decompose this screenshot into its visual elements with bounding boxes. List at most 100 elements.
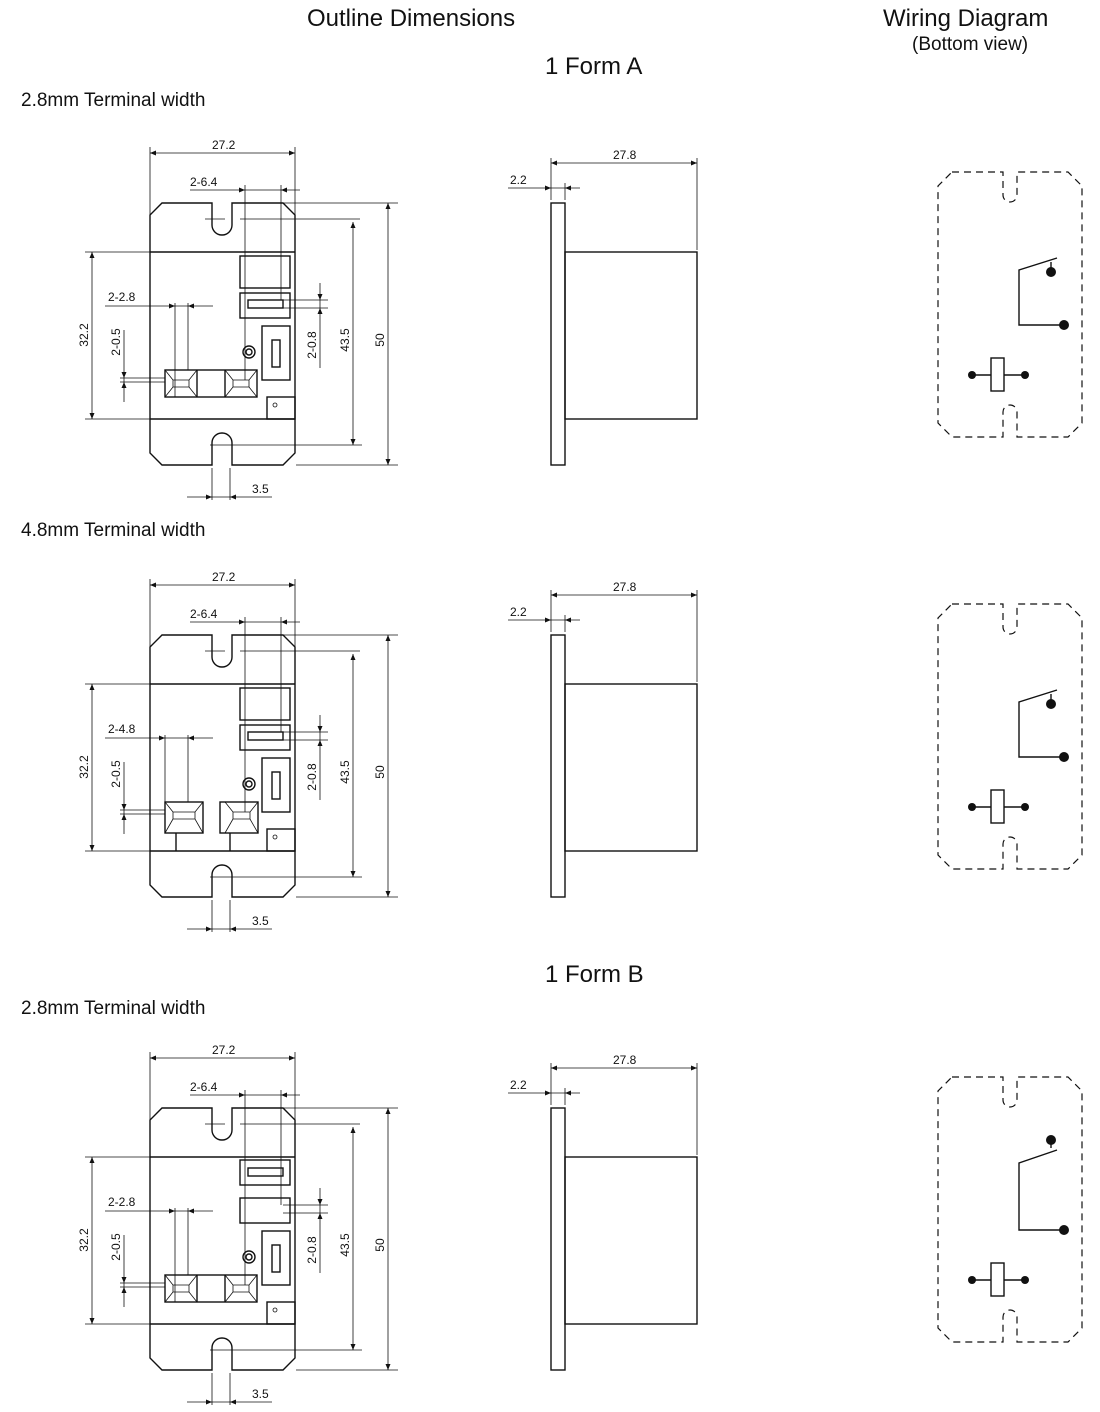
dimension-arrow [230,926,236,932]
terminal-tab [164,369,198,398]
terminal-slot [247,731,284,741]
dimension-label: 2-6.4 [190,175,218,189]
mounting-flange [550,1107,566,1371]
relay-body-outline [149,634,296,898]
dimension-arrow [150,582,156,588]
dimension-arrow [551,1065,557,1071]
dimension-arrow [188,303,194,309]
coil-terminal-block [164,1274,258,1303]
dimension-arrow [121,814,127,820]
dimension-arrow [691,1065,697,1071]
dimension-arrow [281,187,287,193]
common-terminal-dot [1059,320,1069,330]
dimension-arrow [385,1364,391,1370]
dimension-arrow [545,185,551,191]
dimension-arrow [317,308,323,314]
dimension-label: 2-2.8 [108,1195,136,1209]
dimension-arrow [565,617,571,623]
mounting-flange [550,202,566,466]
relay-housing [564,1156,698,1325]
dimension-label: 43.5 [338,1233,352,1257]
dimension-arrow [89,413,95,419]
dimension-arrow [169,303,175,309]
relay-housing [564,251,698,420]
relay-housing [564,683,698,852]
dimension-arrow [89,1318,95,1324]
contact-terminal [239,255,291,289]
section-title: 4.8mm Terminal width [21,520,206,541]
coil-terminal-dot [1021,803,1029,811]
dimension-arrow [89,1157,95,1163]
dimension-arrow [121,1287,127,1293]
section-title: 2.8mm Terminal width [21,90,206,111]
wiring-diagram [937,603,1083,870]
dimension-label: 27.2 [212,138,236,152]
coil-terminal-dot [968,803,976,811]
dimension-arrow [230,1399,236,1405]
dimension-arrow [385,1108,391,1114]
coil-terminal-dot [1021,371,1029,379]
dimension-label: 2-4.8 [108,722,136,736]
terminal-slot [247,299,284,309]
dimension-arrow [317,294,323,300]
dimension-arrow [121,804,127,810]
dimension-arrow [385,891,391,897]
relay-outline-dashed [937,1076,1083,1343]
dimension-arrow [206,1399,212,1405]
dimension-label: 2-0.8 [305,331,319,359]
terminal-tab [224,369,258,398]
contact-terminal [261,1230,291,1286]
section-title: 2.8mm Terminal width [21,998,206,1019]
mounting-mark [242,1250,256,1264]
contact-terminal [239,1159,291,1186]
relay-body-outline [149,1107,296,1371]
form-a-heading: 1 Form A [545,53,643,80]
dimension-label: 43.5 [338,328,352,352]
polarity-dot [272,834,278,840]
contact-terminal [261,325,291,381]
dimension-label: 32.2 [77,1228,91,1252]
dimension-arrow [289,150,295,156]
dimension-arrow [385,459,391,465]
dimension-arrow [350,1344,356,1350]
contact-terminal [239,1197,291,1224]
switch-contact-arm [1018,689,1064,758]
dimension-label: 2-0.5 [109,760,123,788]
dimension-arrow [317,1213,323,1219]
dimension-arrow [150,150,156,156]
outline-dimensions-heading: Outline Dimensions [307,5,516,32]
coil-terminal-dot [1021,1276,1029,1284]
mounting-mark [245,1253,253,1261]
dimension-arrow [385,635,391,641]
dimension-arrow [289,1055,295,1061]
terminal-slot [271,771,281,800]
dimension-arrow [317,1199,323,1205]
dimension-label: 32.2 [77,323,91,347]
dimension-arrow [188,735,194,741]
dimension-label: 27.2 [212,1043,236,1057]
coil-terminal-dot [968,1276,976,1284]
dimension-label: 2-2.8 [108,290,136,304]
dimension-arrow [350,654,356,660]
dimension-label: 27.8 [613,1053,637,1067]
common-terminal-dot [1059,752,1069,762]
coil-terminal [219,801,259,834]
terminal-slot [271,1244,281,1273]
dimension-arrow [239,1092,245,1098]
dimension-arrow [239,619,245,625]
dimension-arrow [551,160,557,166]
coil-terminal [164,801,204,834]
dimension-label: 3.5 [252,1387,269,1401]
dimension-arrow [565,1090,571,1096]
dimension-label: 27.2 [212,570,236,584]
coil-symbol [990,1262,1005,1297]
contact-terminal [239,724,291,751]
dimension-arrow [206,926,212,932]
dimension-arrow [239,187,245,193]
dimension-label: 32.2 [77,755,91,779]
dimension-label: 27.8 [613,580,637,594]
dimension-arrow [545,617,551,623]
dimension-arrow [159,735,165,741]
